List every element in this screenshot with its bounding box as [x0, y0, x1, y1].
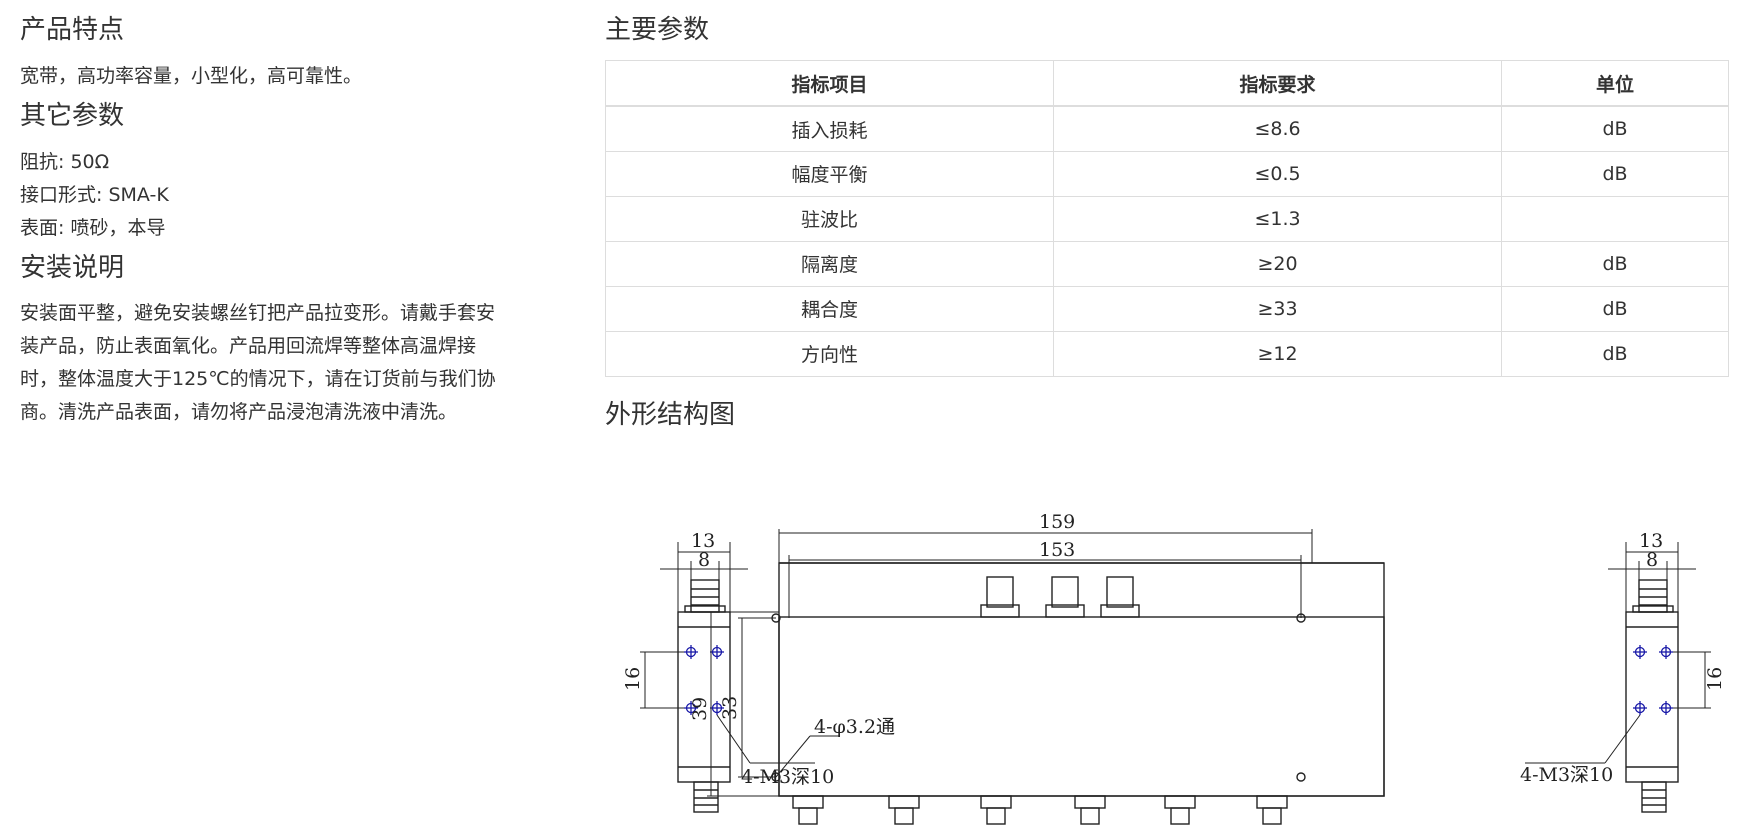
install-title: 安装说明: [20, 252, 125, 283]
cell-unit: dB: [1501, 105, 1729, 152]
dim-16-right: 16: [1704, 667, 1726, 691]
table-row: 方向性 ≥12 dB: [604, 330, 1729, 377]
params-header-row: 指标项目 指标要求 单位: [604, 59, 1729, 108]
table-row: 隔离度 ≥20 dB: [604, 240, 1729, 287]
cell-item: 方向性: [604, 330, 1055, 377]
cell-requirement: ≤1.3: [1053, 195, 1503, 242]
cell-unit: dB: [1501, 150, 1729, 197]
cell-requirement: ≥12: [1053, 330, 1503, 377]
other-param-impedance: 阻抗: 50Ω: [20, 150, 110, 173]
install-line: 安装面平整，避免安装螺丝钉把产品拉变形。请戴手套安: [20, 302, 496, 325]
cell-unit: dB: [1501, 240, 1729, 287]
dim-thread-right: 4-M3深10: [1520, 764, 1613, 786]
right-side-view: [1525, 542, 1711, 813]
header-item: 指标项目: [604, 59, 1055, 108]
main-params-title: 主要参数: [605, 15, 710, 45]
install-line: 商。清洗产品表面，请勿将产品浸泡清洗液中清洗。: [20, 401, 458, 424]
cell-unit: [1501, 195, 1729, 242]
other-params-title: 其它参数: [20, 100, 125, 131]
params-table: 指标项目 指标要求 单位 插入损耗 ≤8.6 dB 幅度平衡 ≤0.5 dB 驻…: [604, 59, 1729, 377]
dim-39: 39: [689, 697, 711, 721]
install-text: 安装面平整，避免安装螺丝钉把产品拉变形。请戴手套安 装产品，防止表面氧化。产品用…: [20, 297, 550, 429]
outline-drawing: 159 153 13 8 13 8 39 33 16 16 4-φ3.2通 4-…: [605, 505, 1729, 826]
dim-8-right: 8: [1646, 549, 1658, 571]
outline-title: 外形结构图: [605, 399, 736, 430]
header-unit: 单位: [1501, 59, 1729, 108]
table-row: 幅度平衡 ≤0.5 dB: [604, 150, 1729, 197]
front-view: [707, 529, 1385, 825]
cell-item: 插入损耗: [604, 105, 1055, 152]
other-param-surface: 表面: 喷砂，本导: [20, 216, 166, 239]
cell-item: 隔离度: [604, 240, 1055, 287]
left-column: 产品特点 宽带，高功率容量，小型化，高可靠性。 其它参数 阻抗: 50Ω 接口形…: [20, 14, 550, 429]
cell-requirement: ≤0.5: [1053, 150, 1503, 197]
dimension-labels: 159 153 13 8 13 8 39 33 16 16 4-φ3.2通 4-…: [622, 511, 1726, 788]
cell-item: 驻波比: [604, 195, 1055, 242]
install-line: 时，整体温度大于125℃的情况下，请在订货前与我们协: [20, 368, 496, 391]
dim-13-right: 13: [1639, 530, 1663, 552]
table-row: 插入损耗 ≤8.6 dB: [604, 105, 1729, 152]
cell-unit: dB: [1501, 285, 1729, 332]
header-requirement: 指标要求: [1053, 59, 1503, 108]
cell-unit: dB: [1501, 330, 1729, 377]
dim-153: 153: [1039, 539, 1075, 561]
features-line: 宽带，高功率容量，小型化，高可靠性。: [20, 64, 363, 87]
dim-33: 33: [719, 696, 741, 720]
dim-mount-hole: 4-φ3.2通: [814, 716, 895, 738]
bottom-connectors: [792, 795, 1288, 825]
dim-8-left: 8: [698, 549, 710, 571]
features-title: 产品特点: [20, 15, 125, 45]
dim-13-left: 13: [691, 530, 715, 552]
dim-159: 159: [1039, 511, 1075, 533]
right-column: 主要参数 指标项目 指标要求 单位 插入损耗 ≤8.6 dB 幅度平衡 ≤0.5: [604, 14, 1729, 445]
dim-thread-left: 4-M3深10: [741, 766, 834, 788]
left-side-view: [640, 542, 815, 813]
features-text: 宽带，高功率容量，小型化，高可靠性。: [20, 60, 550, 93]
table-row: 驻波比 ≤1.3: [604, 195, 1729, 242]
table-row: 耦合度 ≥33 dB: [604, 285, 1729, 332]
other-params-list: 阻抗: 50Ω 接口形式: SMA-K 表面: 喷砂，本导: [20, 146, 550, 245]
cell-item: 耦合度: [604, 285, 1055, 332]
cell-requirement: ≥20: [1053, 240, 1503, 287]
dim-16-left: 16: [622, 667, 644, 691]
cell-requirement: ≤8.6: [1053, 105, 1503, 152]
cell-requirement: ≥33: [1053, 285, 1503, 332]
outline-drawing-svg: 159 153 13 8 13 8 39 33 16 16 4-φ3.2通 4-…: [622, 511, 1726, 825]
other-param-interface: 接口形式: SMA-K: [20, 183, 169, 206]
install-line: 装产品，防止表面氧化。产品用回流焊等整体高温焊接: [20, 335, 477, 358]
cell-item: 幅度平衡: [604, 150, 1055, 197]
